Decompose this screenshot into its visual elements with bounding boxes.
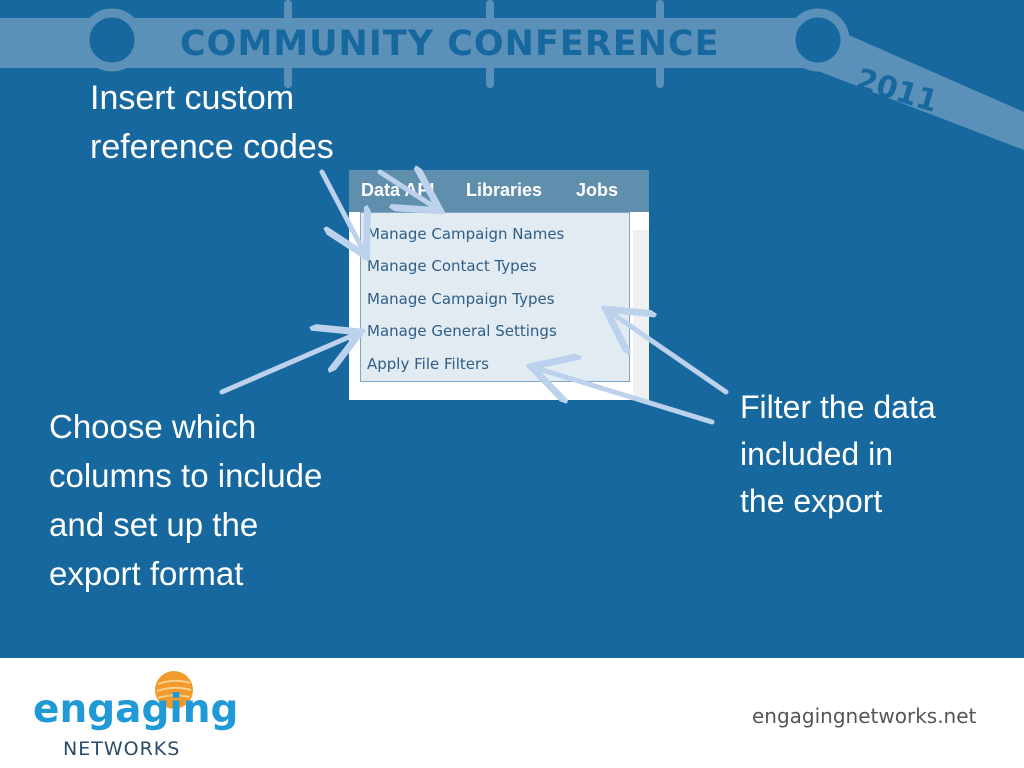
logo-sun-icon [155,671,193,709]
website-url: engagingnetworks.net [752,704,977,728]
callout-reference-codes: Insert custom reference codes [90,79,334,166]
tab-data-api[interactable]: Data API [361,180,435,200]
menu-screenshot: Data API Libraries Jobs Manage Campaign … [349,170,649,400]
menu-item-manage-general-settings[interactable]: Manage General Settings [367,322,557,340]
menu-item-apply-file-filters[interactable]: Apply File Filters [367,355,489,373]
callout-columns-export-format: Choose which columns to include and set … [49,408,323,592]
menu-bar: Data API Libraries Jobs [349,170,649,212]
callout-filter-data: Filter the data included in the export [740,389,936,519]
slide-background: COMMUNITY CONFERENCE 2011 [0,0,1024,658]
menu-item-manage-contact-types[interactable]: Manage Contact Types [367,257,537,275]
banner-title: COMMUNITY CONFERENCE [180,24,720,64]
tab-jobs[interactable]: Jobs [576,180,619,200]
conference-banner-graphic [0,0,1024,150]
menu-item-manage-campaign-names[interactable]: Manage Campaign Names [367,225,565,243]
menu-background-strip [633,212,649,231]
menu-item-manage-campaign-types[interactable]: Manage Campaign Types [367,290,555,308]
libraries-dropdown: Manage Campaign Names Manage Contact Typ… [360,212,630,382]
logo-subtitle: NETWORKS [63,738,181,760]
tab-libraries[interactable]: Libraries [466,180,543,200]
logo-wordmark: engaging [33,687,239,732]
menu-background-panel [633,230,649,400]
